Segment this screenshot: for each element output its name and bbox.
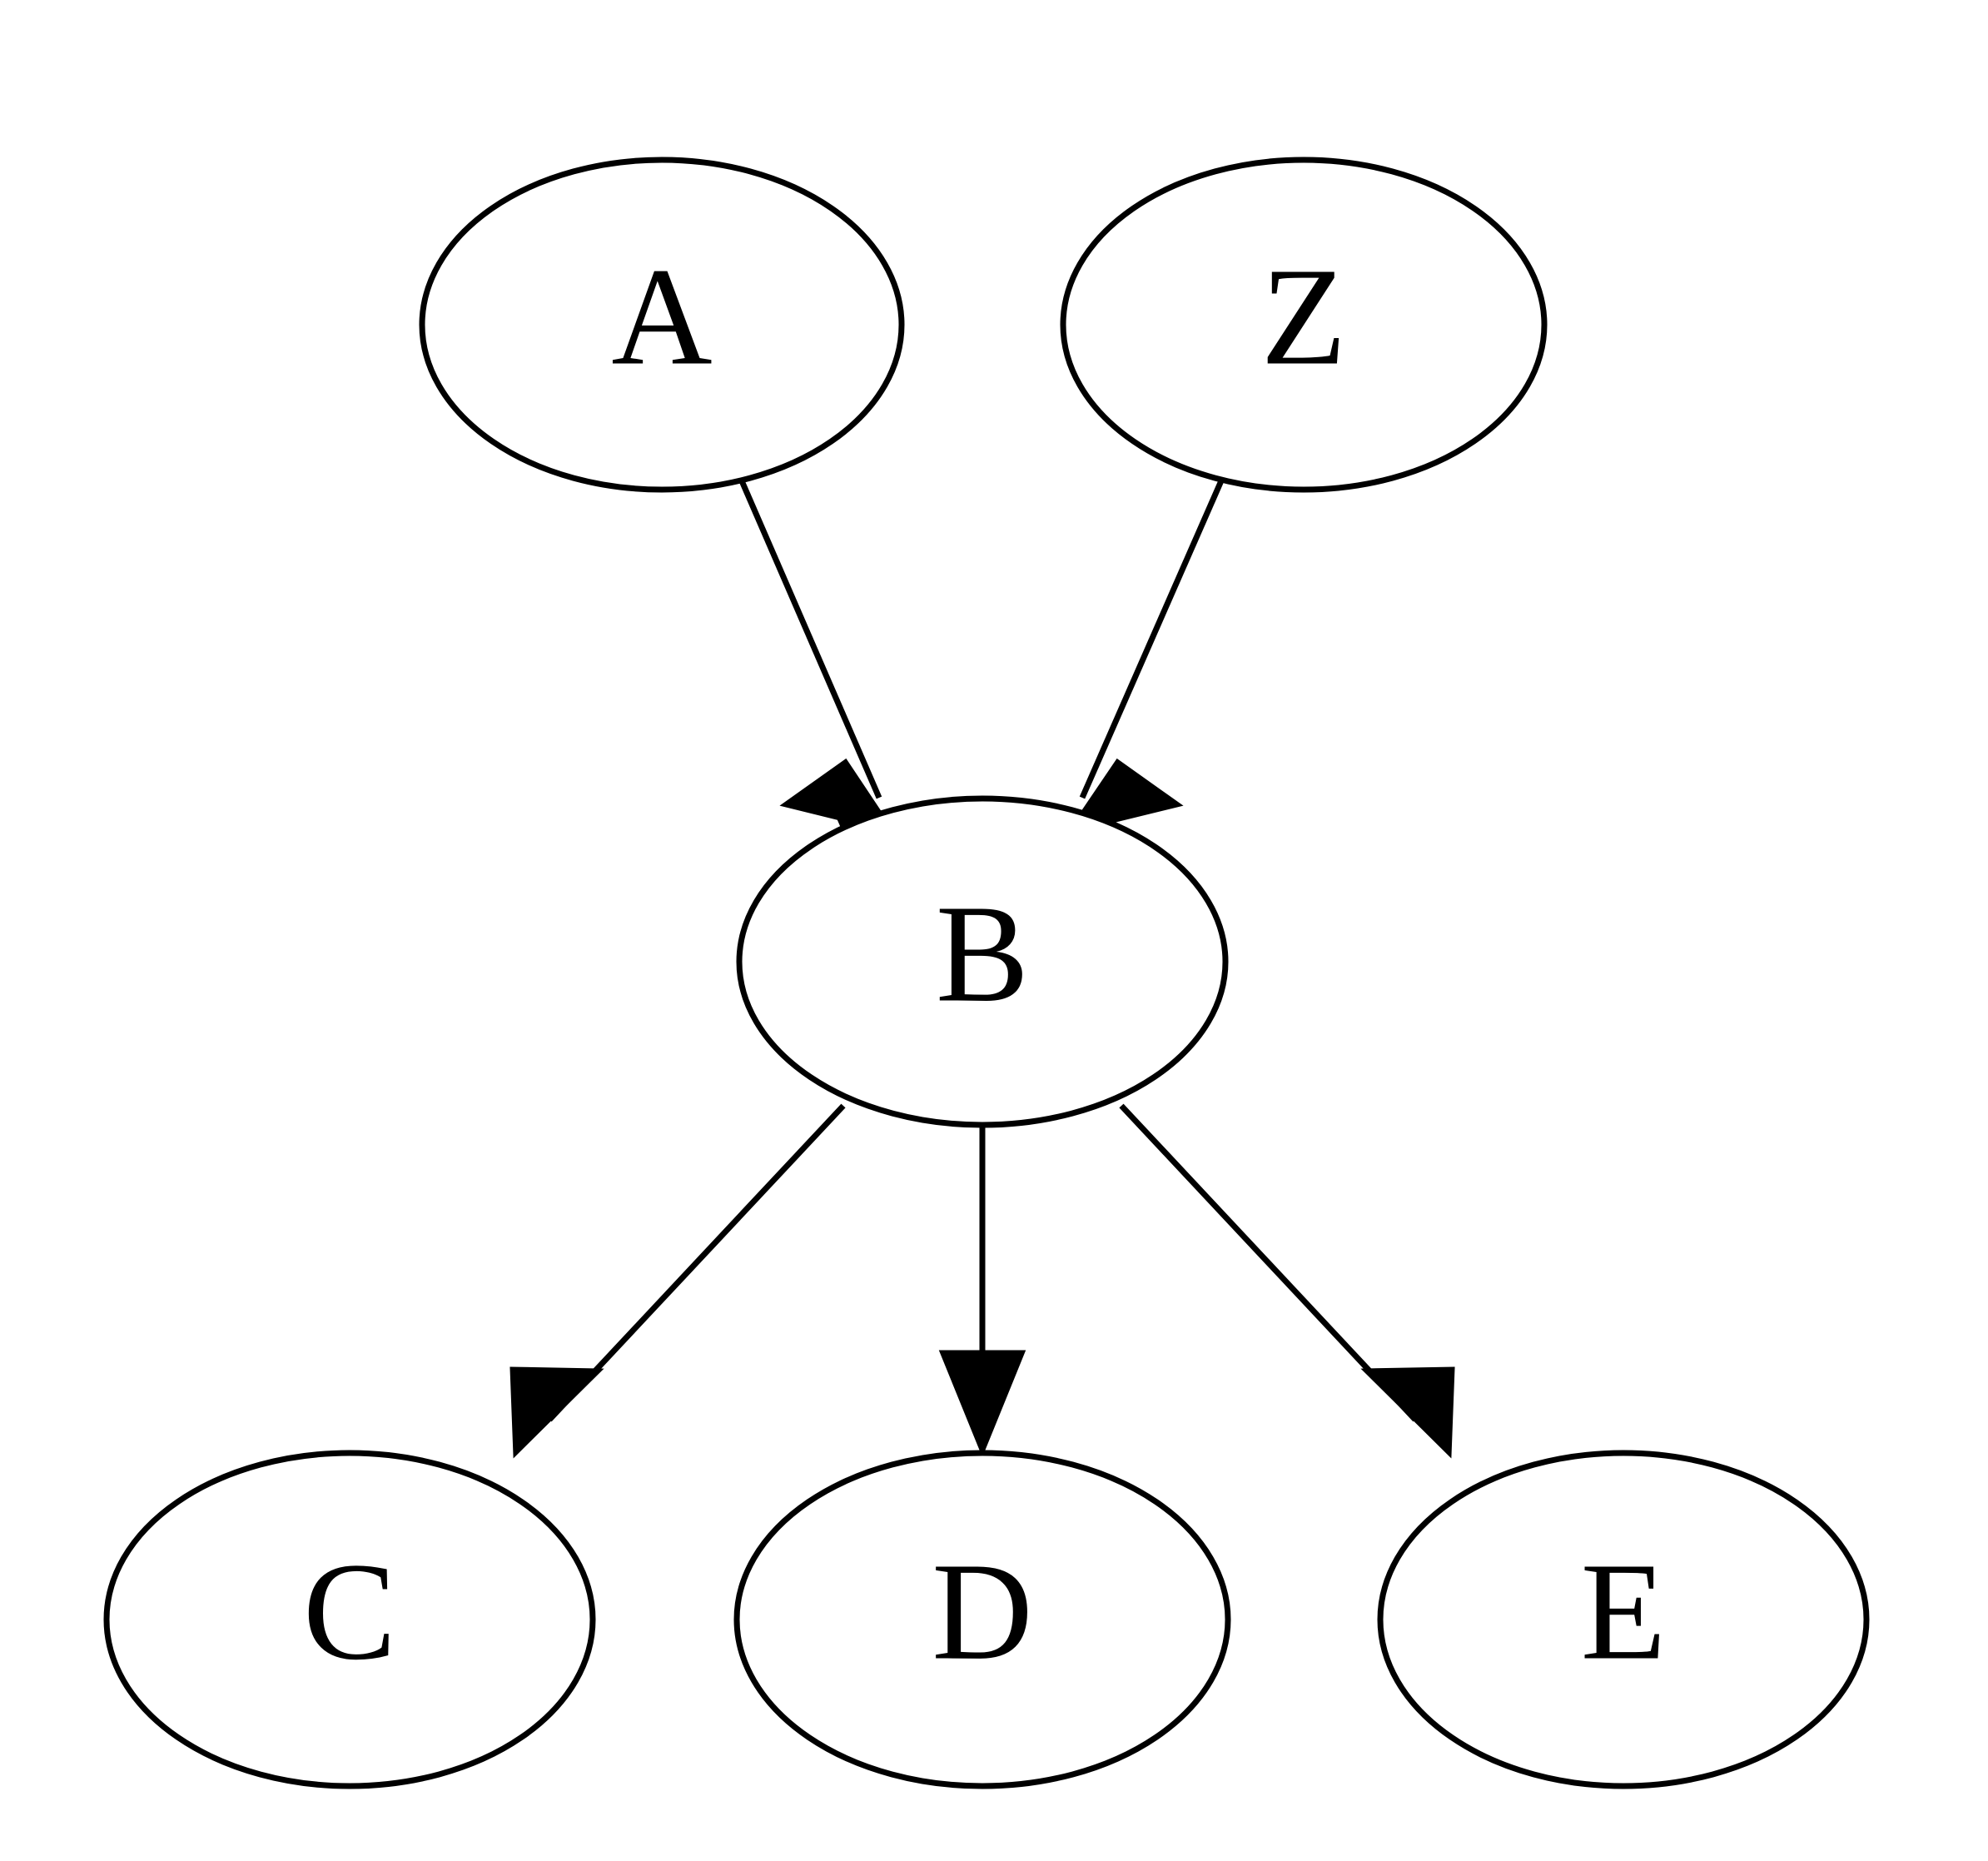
edge-b-to-d-arrowhead — [938, 1350, 1026, 1457]
edge-a-to-b-arrowhead-fill — [779, 758, 897, 835]
node-a[interactable]: A — [419, 157, 905, 493]
node-z[interactable]: Z — [1060, 157, 1548, 493]
edge-b-to-e[interactable] — [1119, 1103, 1455, 1459]
edge-b-to-c-line — [547, 1103, 846, 1422]
edge-b-to-c-arrowhead — [509, 1366, 604, 1459]
node-d-label: D — [932, 1535, 1032, 1689]
node-c-label: C — [303, 1535, 396, 1689]
node-a-label: A — [611, 240, 712, 395]
node-e-label: E — [1581, 1535, 1667, 1689]
node-e[interactable]: E — [1377, 1450, 1870, 1789]
node-layer: A Z B C D E — [103, 157, 1870, 1789]
node-a-ellipse — [419, 157, 905, 493]
edge-a-to-b-line — [734, 470, 882, 799]
node-z-label: Z — [1261, 240, 1347, 395]
edge-b-to-c[interactable] — [509, 1103, 846, 1459]
node-z-ellipse — [1060, 157, 1548, 493]
edge-z-to-b-line — [1079, 470, 1229, 799]
node-b-ellipse — [736, 795, 1229, 1128]
edge-b-to-e-line — [1119, 1103, 1418, 1422]
edge-b-to-e-arrowhead — [1360, 1366, 1455, 1459]
node-d-ellipse — [733, 1450, 1231, 1789]
node-b-label: B — [936, 877, 1029, 1032]
node-c-ellipse — [103, 1450, 596, 1789]
edge-b-to-d[interactable] — [938, 1126, 1026, 1457]
node-b[interactable]: B — [736, 795, 1229, 1128]
node-d[interactable]: D — [733, 1450, 1231, 1789]
node-e-ellipse — [1377, 1450, 1870, 1789]
node-c[interactable]: C — [103, 1450, 596, 1789]
